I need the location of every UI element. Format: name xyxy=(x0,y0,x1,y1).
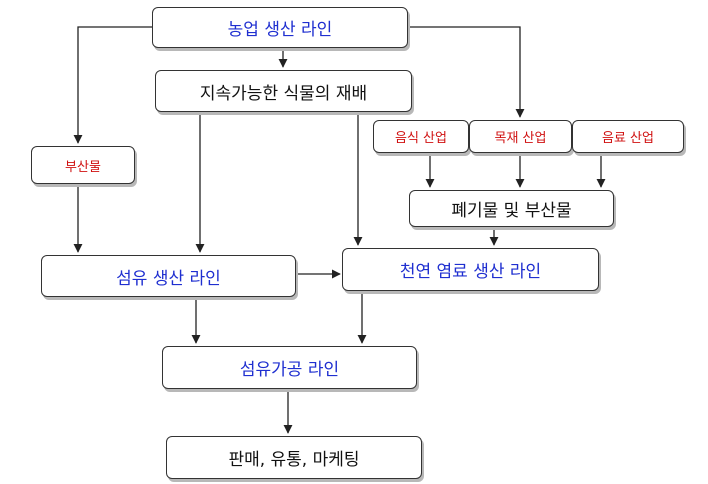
node-label: 농업 생산 라인 xyxy=(227,20,333,40)
node-waste-and-byproducts: 폐기물 및 부산물 xyxy=(409,190,614,227)
node-label: 부산물 xyxy=(65,159,101,175)
node-agri-production-line: 농업 생산 라인 xyxy=(152,7,408,48)
node-sales-distribution-marketing: 판매, 유통, 마케팅 xyxy=(166,436,422,479)
node-wood-industry: 목재 산업 xyxy=(469,120,572,153)
node-food-industry: 음식 산업 xyxy=(373,120,469,153)
node-fiber-production-line: 섬유 생산 라인 xyxy=(41,255,296,297)
node-fiber-processing-line: 섬유가공 라인 xyxy=(162,346,417,389)
node-label: 음료 산업 xyxy=(602,131,654,146)
node-label: 판매, 유통, 마케팅 xyxy=(228,450,360,470)
node-label: 천연 염료 생산 라인 xyxy=(399,262,542,282)
node-label: 목재 산업 xyxy=(494,131,547,146)
node-label: 폐기물 및 부산물 xyxy=(451,201,572,221)
node-label: 섬유가공 라인 xyxy=(239,360,340,380)
arrow-agri-to-byproduct xyxy=(73,26,152,144)
arrow-agri-to-industries xyxy=(408,26,525,118)
node-natural-dye-production-line: 천연 염료 생산 라인 xyxy=(342,248,599,291)
node-beverage-industry: 음료 산업 xyxy=(572,120,684,153)
node-sustainable-plant-cultivation: 지속가능한 식물의 재배 xyxy=(155,70,412,112)
node-label: 지속가능한 식물의 재배 xyxy=(199,83,368,104)
node-label: 음식 산업 xyxy=(395,131,447,146)
node-byproduct: 부산물 xyxy=(31,146,135,184)
node-label: 섬유 생산 라인 xyxy=(116,268,221,289)
